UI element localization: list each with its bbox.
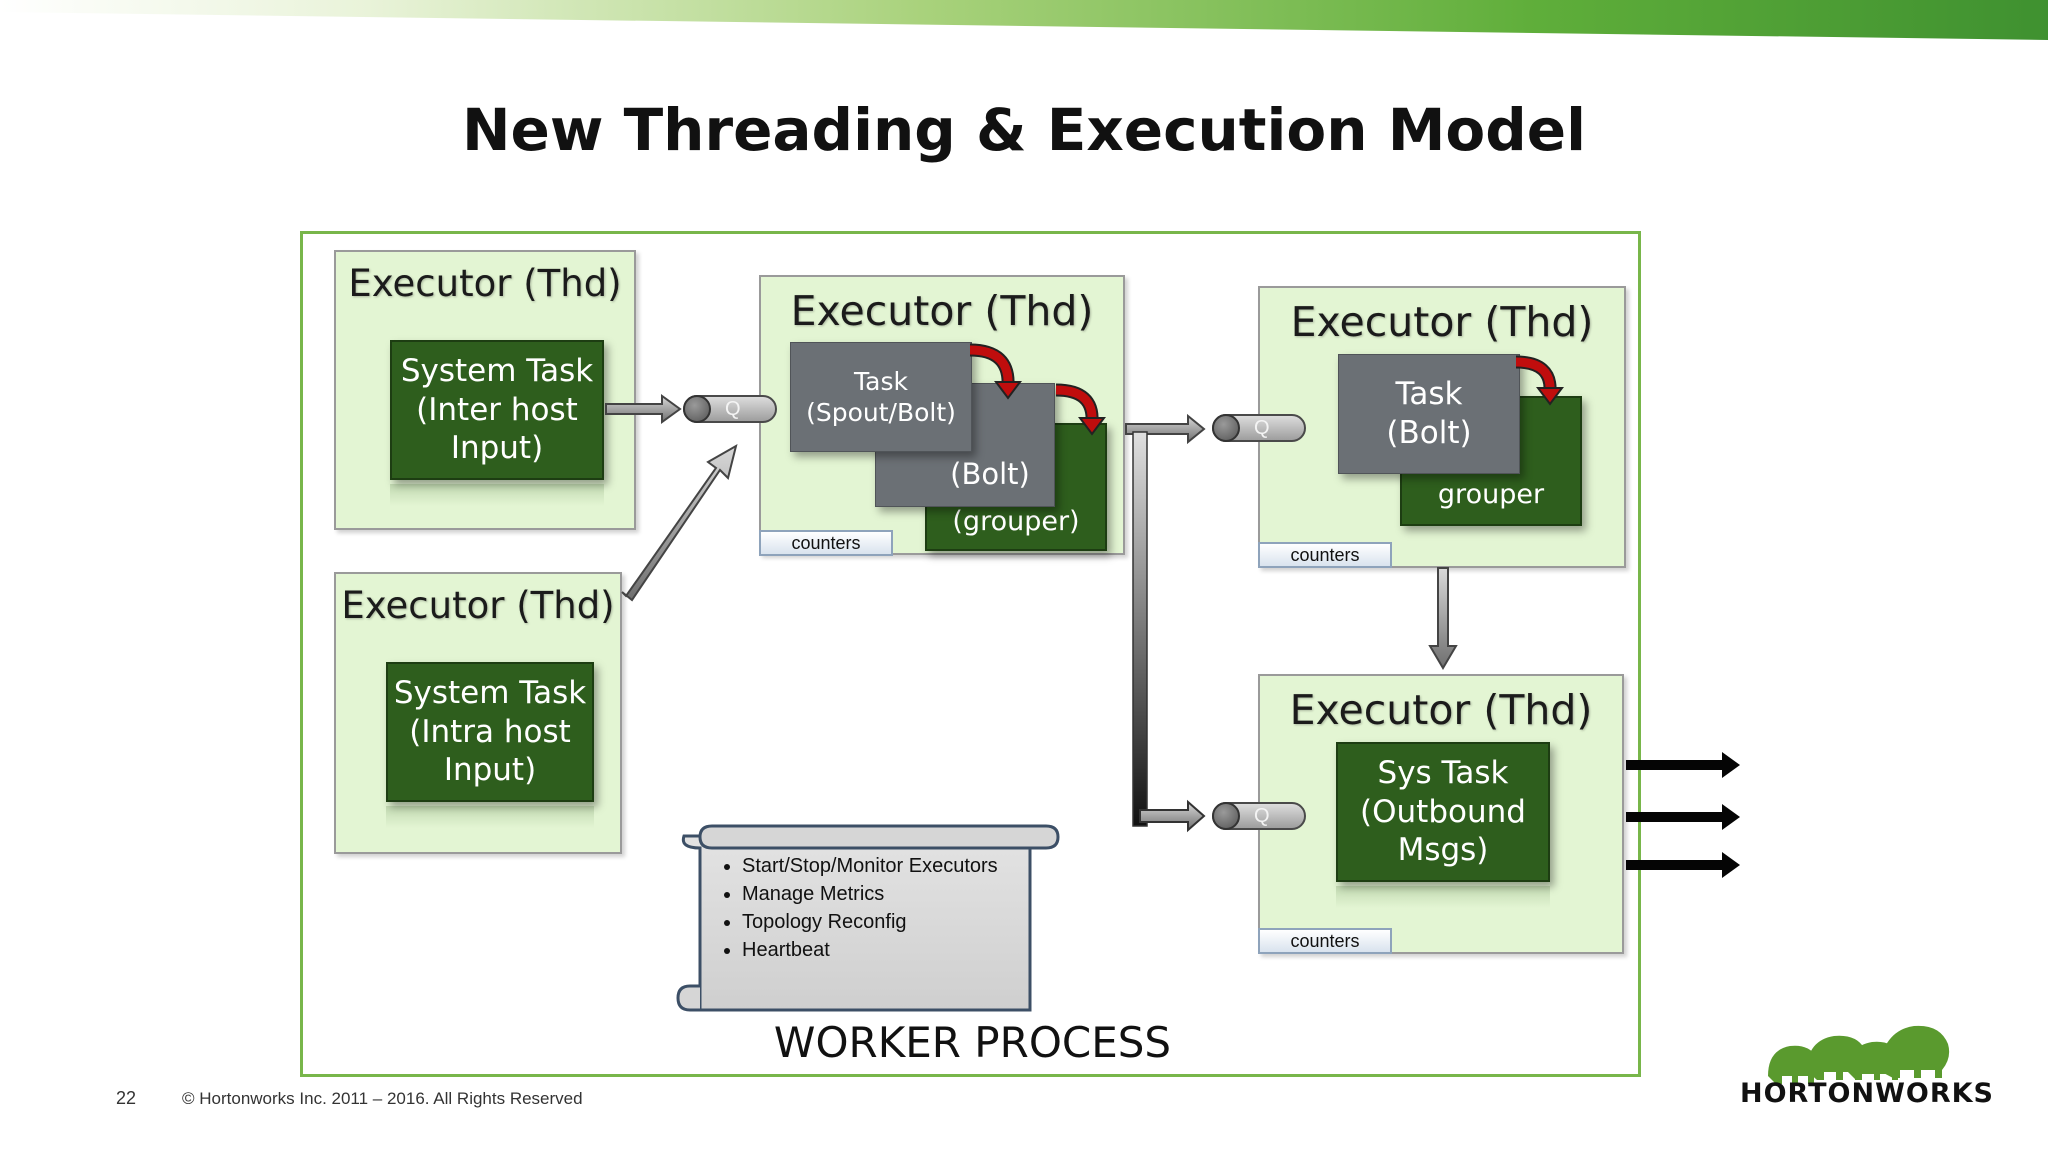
queue-label: Q	[1254, 417, 1270, 439]
queue-cap	[683, 395, 711, 423]
arrow-inter-to-queue	[605, 394, 682, 424]
task-spout-bolt: Task (Spout/Bolt)	[790, 342, 972, 452]
arrow-exec4-to-outbound	[1428, 567, 1458, 670]
queue-cap	[1212, 802, 1240, 830]
queue: Q	[1212, 414, 1306, 442]
outbound-arrows	[1626, 752, 1740, 878]
slide-title: New Threading & Execution Model	[461, 96, 1587, 164]
list-item: Topology Reconfig	[742, 908, 1032, 936]
counters-badge: counters	[1258, 542, 1392, 568]
page-number: 22	[116, 1088, 137, 1108]
counters-badge: counters	[759, 530, 893, 556]
executor-outbound: Executor (Thd) Sys Task (Outbound Msgs) …	[1258, 674, 1624, 954]
task-reflection	[386, 806, 594, 828]
executor-title: Executor (Thd)	[1290, 298, 1594, 346]
executor-title: Executor (Thd)	[790, 287, 1094, 335]
executor-intra-host: Executor (Thd) System Task (Intra host I…	[334, 572, 622, 854]
queue-label: Q	[1254, 805, 1270, 827]
executor-title: Executor (Thd)	[1289, 686, 1593, 734]
task-bolt: Task (Bolt)	[1338, 354, 1520, 474]
list-item: Heartbeat	[742, 936, 1032, 964]
red-arrow-icon	[969, 343, 1022, 400]
queue: Q	[1212, 802, 1306, 830]
copyright-text: © Hortonworks Inc. 2011 – 2016. All Righ…	[182, 1089, 583, 1108]
system-task-inter-host: System Task (Inter host Input)	[390, 340, 604, 480]
hortonworks-logo-icon	[1768, 1025, 1950, 1084]
executor-bolt: Executor (Thd) grouper Task (Bolt) count…	[1258, 286, 1626, 568]
arrow-intra-to-queue	[621, 443, 738, 602]
system-task-intra-host: System Task (Intra host Input)	[386, 662, 594, 802]
arrow-split-to-outbound-queue	[1132, 431, 1206, 833]
executor-title: Executor (Thd)	[348, 262, 622, 305]
red-arrow-icon	[1055, 383, 1106, 436]
red-arrow-icon	[1515, 355, 1564, 406]
list-item: Start/Stop/Monitor Executors	[742, 852, 1032, 880]
task-reflection	[1336, 886, 1550, 908]
executor-spout-bolt: Executor (Thd) (grouper) (Bolt) Task (Sp…	[759, 275, 1125, 556]
executor-inter-host: Executor (Thd) System Task (Inter host I…	[334, 250, 636, 530]
worker-process-label: WORKER PROCESS	[773, 1018, 1172, 1067]
worker-responsibilities-list: Start/Stop/Monitor Executors Manage Metr…	[712, 852, 1032, 964]
queue: Q	[683, 395, 777, 423]
executor-title: Executor (Thd)	[341, 584, 615, 627]
queue-cap	[1212, 414, 1240, 442]
sys-task-outbound: Sys Task (Outbound Msgs)	[1336, 742, 1550, 882]
counters-badge: counters	[1258, 928, 1392, 954]
queue-label: Q	[725, 398, 741, 420]
list-item: Manage Metrics	[742, 880, 1032, 908]
task-reflection	[390, 484, 604, 506]
scroll-shape	[676, 824, 1060, 1012]
hortonworks-logo-text: HORTONWORKS	[1740, 1078, 1994, 1109]
